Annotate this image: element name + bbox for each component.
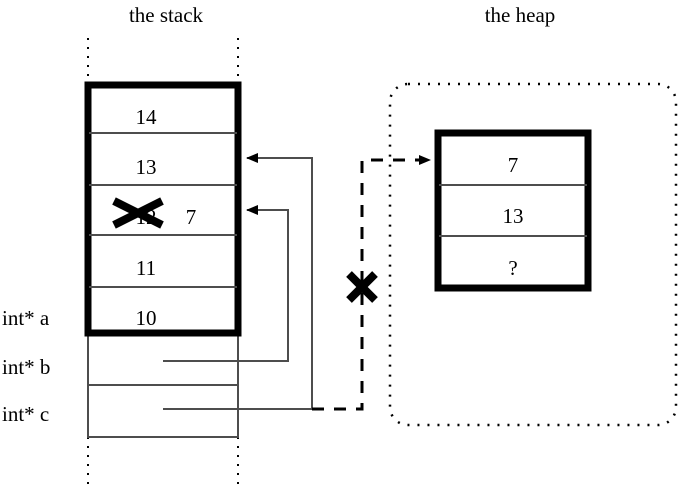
stack-pointer-cells [87,332,239,438]
variable-label-b: int* b [2,355,50,379]
stack-value-7-new: 7 [186,205,197,229]
stack-value-11: 11 [136,256,156,280]
broken-pointer-x-icon [346,271,378,303]
heap-value-13: 13 [503,204,524,228]
pointer-a-connector [163,153,313,410]
pointer-c-dashed-arrow [312,155,431,411]
heap-boundary [388,82,678,427]
pointer-a-arrow [163,153,313,410]
pointer-b-connector [163,205,289,362]
variable-label-c: int* c [2,402,49,426]
heap-title: the heap [485,3,556,27]
stack-frame-border [84,81,242,337]
stack-frame [84,81,242,337]
stack-bottom-dotted-guides [87,437,239,489]
stack-value-10: 10 [136,306,157,330]
stack-title: the stack [129,3,204,27]
stack-top-dotted-guides [87,38,239,85]
variable-label-a: int* a [2,306,50,330]
stack-cell-a-slot [87,332,239,386]
strike-stroke-2 [112,197,164,229]
stack-value-14: 14 [136,105,158,129]
heap-block [434,129,592,292]
pointer-c-dangling-connector [312,155,431,411]
broken-x-stroke-2 [346,271,378,303]
heap-block-border [434,129,592,292]
pointer-b-arrow [163,205,289,362]
stack-cell-overwritten: 12 7 [112,197,197,229]
strikethrough-x-icon [112,197,164,229]
stack-value-13: 13 [136,155,157,179]
heap-value-unknown: ? [508,256,517,280]
stack-cell-b-slot [87,384,239,438]
heap-value-7: 7 [508,153,519,177]
